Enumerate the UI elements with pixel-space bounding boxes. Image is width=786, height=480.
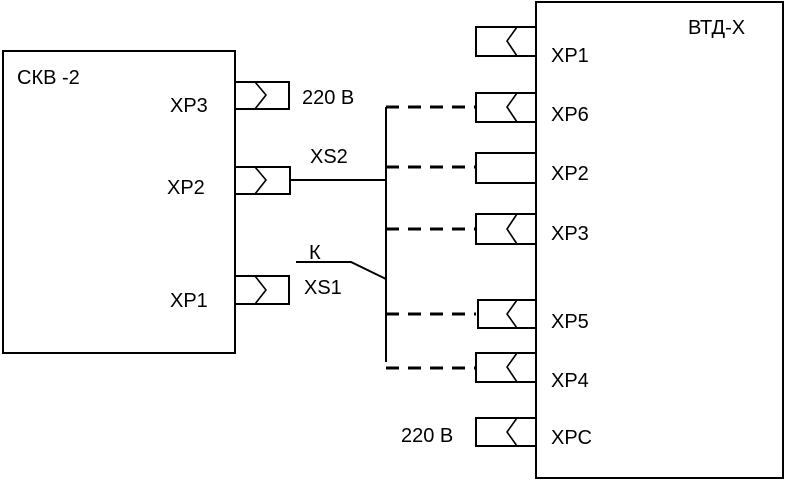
right-connector-xp6 (475, 92, 537, 123)
right-connector-xpc (475, 417, 537, 447)
left-unit-title: СКВ -2 (17, 67, 80, 89)
right-connector-xp1 (475, 26, 537, 57)
right-connector-xp5-label: ХР5 (551, 311, 589, 333)
right-connector-xp4-label: ХР4 (551, 370, 589, 392)
right-connector-xpc-label: ХРС (551, 427, 592, 449)
left-connector-xp1 (234, 275, 290, 305)
left-connector-xp2-label: ХР2 (167, 177, 205, 199)
right-connector-xp5 (477, 299, 537, 329)
switch-k-label: К (309, 242, 321, 264)
right-connector-xp4 (475, 352, 537, 383)
cable-xs2-label: XS2 (310, 146, 348, 168)
left-power-label: 220 В (302, 87, 354, 109)
left-connector-xp3 (234, 81, 290, 110)
left-connector-xp3-label: ХР3 (170, 95, 208, 117)
left-unit-body (2, 50, 236, 354)
right-connector-xp3 (475, 213, 537, 245)
left-connector-xp1-label: ХР1 (170, 290, 208, 312)
right-connector-xp3-label: ХР3 (551, 223, 589, 245)
right-connector-xp2 (475, 152, 537, 184)
right-connector-xp1-label: ХР1 (551, 45, 589, 67)
right-connector-xp2-label: ХР2 (551, 163, 589, 185)
right-connector-xp6-label: ХР6 (551, 104, 589, 126)
right-unit-title: ВТД-Х (688, 17, 745, 39)
cable-xs1-label: XS1 (304, 277, 342, 299)
left-connector-xp2 (234, 166, 291, 195)
right-power-label: 220 В (401, 425, 453, 447)
switch-k-lever (296, 261, 387, 280)
